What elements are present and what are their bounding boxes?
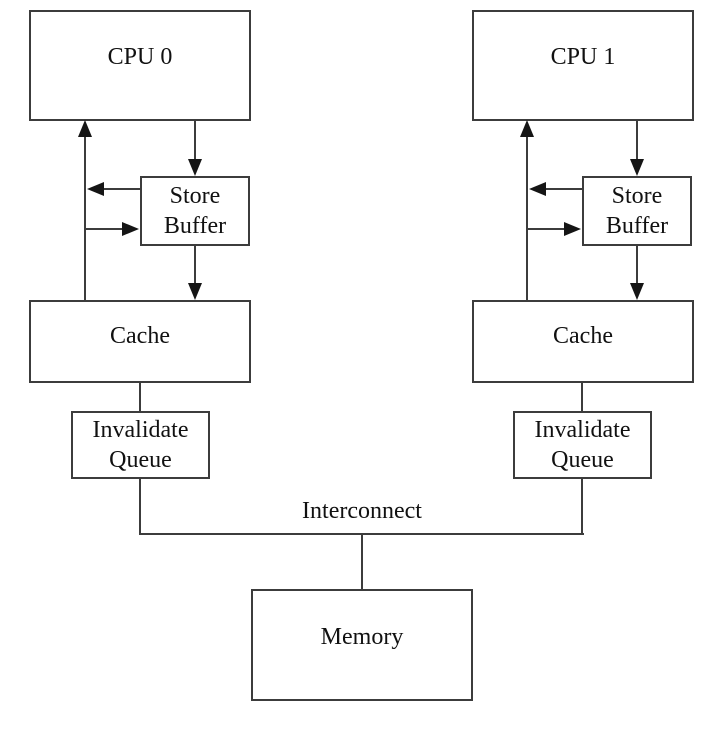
store-buffer-0-to-cache0-line [194,245,196,285]
store-buffer-1-to-cache1-arrowhead-icon [630,283,644,300]
cache1-to-cpu1-arrowhead-icon [520,120,534,137]
cache-1-box: Cache [472,300,694,383]
store-buffer-1-to-cache1-line [636,245,638,285]
store-buffer-1-box: Store Buffer [582,176,692,246]
interconnect-label: Interconnect [302,498,422,524]
store-buffer-0-out-line [104,188,141,190]
cpu0-to-store-buffer-0-arrowhead-icon [188,159,202,176]
store-buffer-1-in-line [527,228,565,230]
cpu0-to-store-buffer-0-line [194,121,196,161]
cache0-to-invalidate-queue-0-line [139,383,141,411]
cpu0-box: CPU 0 [29,10,251,121]
cpu1-to-store-buffer-1-arrowhead-icon [630,159,644,176]
invalidate-queue-0-to-interconnect-line [139,479,141,535]
store-buffer-1-out-line [546,188,583,190]
memory-box: Memory [251,589,473,701]
store-buffer-1-in-arrowhead-icon [564,222,581,236]
store-buffer-0-in-arrowhead-icon [122,222,139,236]
store-buffer-0-to-cache0-arrowhead-icon [188,283,202,300]
cache1-to-cpu1-line [526,136,528,300]
interconnect-to-memory-line [361,533,363,589]
store-buffer-0-out-arrowhead-icon [87,182,104,196]
invalidate-queue-1-to-interconnect-line [581,479,583,535]
cpu1-to-store-buffer-1-line [636,121,638,161]
invalidate-queue-0-box: Invalidate Queue [71,411,210,479]
cache0-to-cpu0-arrowhead-icon [78,120,92,137]
cpu1-box: CPU 1 [472,10,694,121]
cache0-to-cpu0-line [84,136,86,300]
store-buffer-0-box: Store Buffer [140,176,250,246]
cache1-to-invalidate-queue-1-line [581,383,583,411]
invalidate-queue-1-box: Invalidate Queue [513,411,652,479]
cache-0-box: Cache [29,300,251,383]
store-buffer-1-out-arrowhead-icon [529,182,546,196]
store-buffer-0-in-line [85,228,123,230]
